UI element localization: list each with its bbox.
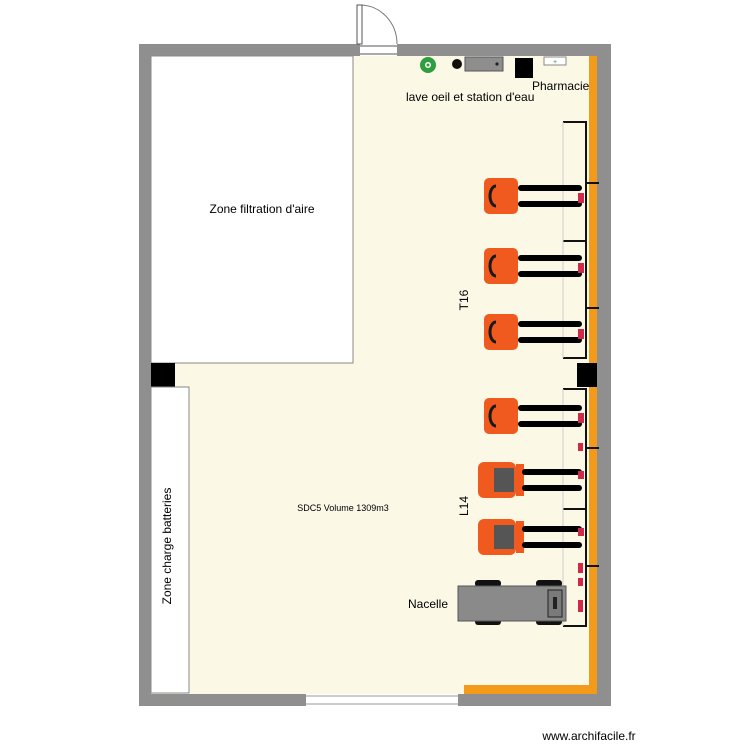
rack-marker bbox=[578, 443, 583, 451]
main-room-label: SDC5 Volume 1309m3 bbox=[297, 503, 389, 513]
nacelle-label: Nacelle bbox=[408, 597, 448, 611]
top-door-opening bbox=[360, 44, 397, 56]
stacker-truck bbox=[478, 519, 584, 555]
pillar-right bbox=[577, 363, 597, 387]
rack-t16-label: T16 bbox=[457, 289, 471, 310]
bottom-orange-strip bbox=[464, 685, 597, 694]
air-filtration-zone bbox=[150, 55, 354, 364]
nacelle-lift bbox=[457, 580, 567, 625]
eyewash-label: lave oeil et station d'eau bbox=[406, 90, 534, 104]
rack-marker bbox=[578, 578, 583, 586]
rack-structure bbox=[563, 121, 599, 627]
pharmacy-label: Pharmacie bbox=[532, 79, 590, 93]
pharmacy-cabinet-icon: + bbox=[543, 56, 567, 66]
rack-l14-label: L14 bbox=[457, 496, 471, 516]
bottom-wall-opening bbox=[306, 694, 458, 706]
pallet-truck bbox=[484, 314, 584, 350]
pallet-truck bbox=[484, 178, 584, 214]
rack-marker bbox=[578, 563, 583, 573]
rack-marker bbox=[578, 600, 583, 612]
battery-charge-zone bbox=[150, 386, 190, 694]
stacker-truck bbox=[478, 462, 584, 498]
battery-zone-label: Zone charge batteries bbox=[160, 488, 174, 605]
eye-wash-icon bbox=[420, 57, 436, 73]
water-station-icon bbox=[452, 59, 462, 69]
door-leaf bbox=[356, 4, 363, 45]
cabinet-icon bbox=[515, 58, 533, 78]
watermark: www.archifacile.fr bbox=[541, 729, 635, 743]
pallet-truck bbox=[484, 248, 584, 284]
air-filtration-label: Zone filtration d'aire bbox=[209, 202, 314, 216]
pillar-left bbox=[151, 363, 175, 387]
svg-text:+: + bbox=[553, 59, 557, 66]
door-swing bbox=[359, 4, 398, 45]
pallet-truck bbox=[484, 398, 584, 434]
sink-icon bbox=[464, 56, 504, 72]
